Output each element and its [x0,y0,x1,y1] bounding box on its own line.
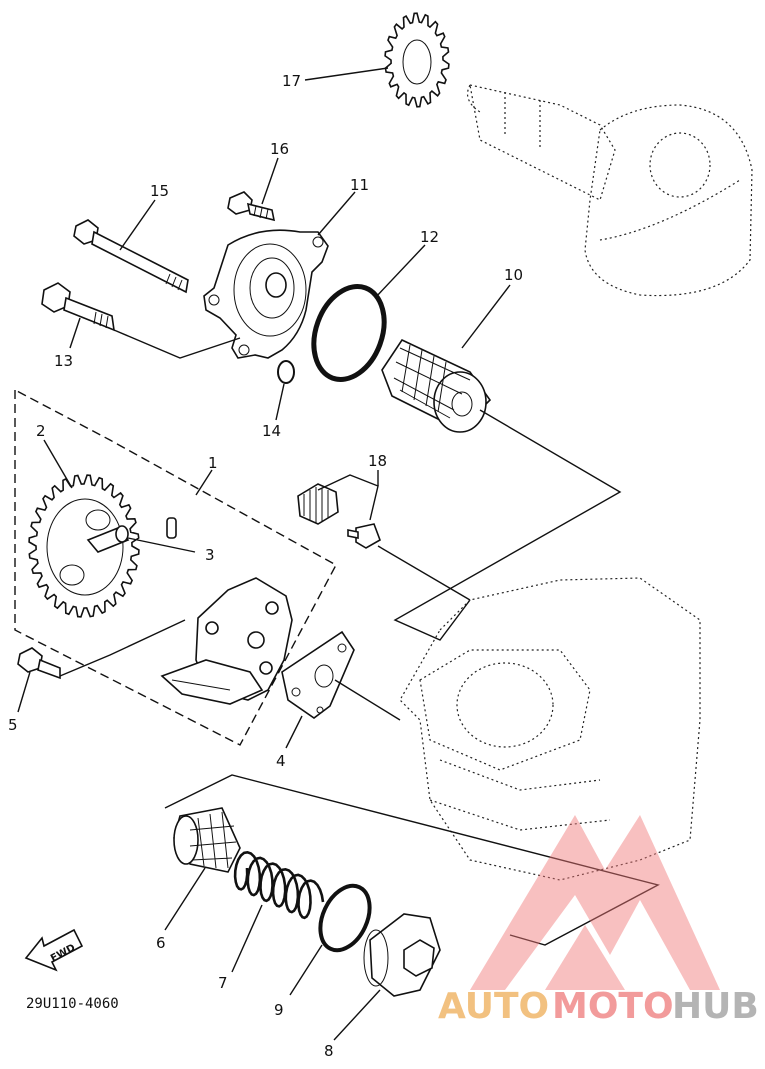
label-part-6: 6 [156,934,166,952]
oil-filter-10 [381,338,492,433]
label-part-18: 18 [368,452,387,470]
drain-plug-8 [363,913,441,997]
logo-hub: HUB [672,986,759,1027]
long-bolt-15 [73,219,189,294]
strainer-plug-18 [297,483,381,549]
oil-pump-body [160,577,293,705]
label-part-7: 7 [218,974,228,992]
o-ring-14 [277,360,295,384]
pump-gear-2 [28,474,140,618]
label-part-14: 14 [262,422,281,440]
label-part-3: 3 [205,546,215,564]
label-part-10: 10 [504,266,523,284]
label-part-15: 15 [150,182,169,200]
label-part-8: 8 [324,1042,334,1060]
label-part-12: 12 [420,228,439,246]
bolt-16 [227,191,276,222]
label-part-13: 13 [54,352,73,370]
logo-moto: MOTO [552,986,674,1027]
label-part-2: 2 [36,422,46,440]
o-ring-9 [318,883,372,953]
sprocket-gear-17 [384,12,450,108]
part-labels: 1 2 3 4 5 6 7 8 9 10 11 12 13 14 15 16 1… [8,72,523,1060]
crankshaft-assembly [467,84,753,297]
spring-7 [233,850,325,920]
label-part-5: 5 [8,716,18,734]
label-part-17: 17 [282,72,301,90]
oil-pump-cover-11 [203,229,329,359]
bolt-13 [41,282,115,332]
gasket-4 [281,630,355,719]
label-part-1: 1 [208,454,218,472]
oil-strainer-6 [173,807,241,873]
forward-arrow-icon: FWD [24,928,84,972]
engine-cylinder [399,577,701,881]
label-part-4: 4 [276,752,286,770]
screw-5 [17,647,61,680]
label-part-9: 9 [274,1001,284,1019]
automotohub-watermark: AUTO MOTO HUB [438,815,759,1027]
logo-auto: AUTO [438,986,549,1027]
o-ring-12 [311,284,387,382]
label-part-16: 16 [270,140,289,158]
label-part-11: 11 [350,176,369,194]
pin-3 [166,517,177,539]
drawing-code: 29U110-4060 [26,996,119,1012]
